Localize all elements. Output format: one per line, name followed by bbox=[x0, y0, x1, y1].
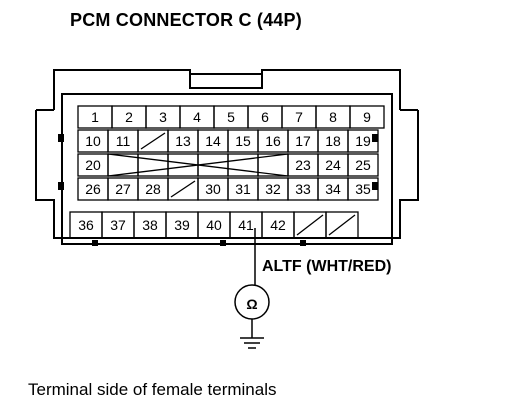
page-title: PCM CONNECTOR C (44P) bbox=[70, 10, 302, 30]
terminal-label: 5 bbox=[227, 109, 235, 125]
terminal-label: 4 bbox=[193, 109, 201, 125]
terminal-label: 24 bbox=[325, 157, 341, 173]
terminal-label: 41 bbox=[238, 217, 254, 233]
terminal-label: 37 bbox=[110, 217, 126, 233]
terminal-label: 40 bbox=[206, 217, 222, 233]
terminal-label: 42 bbox=[270, 217, 286, 233]
terminal-cell bbox=[349, 105, 385, 129]
terminal-label: 2 bbox=[125, 109, 133, 125]
caption: Terminal side of female terminals bbox=[28, 380, 277, 399]
terminal-cell bbox=[325, 211, 359, 239]
terminal-label: 38 bbox=[142, 217, 158, 233]
terminal-label: 13 bbox=[175, 133, 191, 149]
terminal-label: 6 bbox=[261, 109, 269, 125]
terminal-label: 17 bbox=[295, 133, 311, 149]
terminal-label: 30 bbox=[205, 181, 221, 197]
terminal-label: 34 bbox=[325, 181, 341, 197]
terminal-label: 1 bbox=[91, 109, 99, 125]
connector-housing bbox=[35, 69, 419, 245]
terminal-label: 9 bbox=[363, 109, 371, 125]
terminal-cell bbox=[347, 129, 379, 153]
terminal-label: 25 bbox=[355, 157, 371, 173]
terminal-cell bbox=[227, 153, 259, 177]
terminal-cell bbox=[347, 153, 379, 177]
terminal-label: 16 bbox=[265, 133, 281, 149]
unused-block-cross bbox=[107, 153, 289, 177]
terminal-label: 31 bbox=[235, 181, 251, 197]
unused-terminal-slash bbox=[296, 214, 324, 236]
unused-terminal-slash bbox=[328, 214, 356, 236]
unused-terminal-slash bbox=[170, 180, 196, 198]
terminal-label: 8 bbox=[329, 109, 337, 125]
terminal-cell bbox=[347, 177, 379, 201]
terminal-label: 39 bbox=[174, 217, 190, 233]
terminal-cell bbox=[137, 153, 169, 177]
wire-label: ALTF (WHT/RED) bbox=[262, 258, 392, 275]
terminal-label: 7 bbox=[295, 109, 303, 125]
terminal-label: 11 bbox=[116, 133, 131, 149]
test-lead bbox=[234, 228, 270, 349]
terminal-label: 18 bbox=[325, 133, 341, 149]
terminal-label: 15 bbox=[235, 133, 251, 149]
terminal-label: 19 bbox=[355, 133, 371, 149]
terminal-label: 28 bbox=[145, 181, 161, 197]
terminal-label: 20 bbox=[85, 157, 101, 173]
terminal-label: 35 bbox=[355, 181, 371, 197]
terminal-label: 33 bbox=[295, 181, 311, 197]
ohmmeter-symbol: Ω bbox=[246, 296, 257, 312]
terminal-label: 27 bbox=[115, 181, 131, 197]
terminal-label: 3 bbox=[159, 109, 167, 125]
terminal-label: 23 bbox=[295, 157, 311, 173]
terminal-label: 26 bbox=[85, 181, 101, 197]
terminal-label: 32 bbox=[265, 181, 281, 197]
terminal-label: 14 bbox=[205, 133, 221, 149]
connector-tabs bbox=[58, 134, 378, 246]
terminal-label: 36 bbox=[78, 217, 94, 233]
unused-terminal-slash bbox=[140, 132, 166, 150]
terminal-label: 10 bbox=[85, 133, 101, 149]
